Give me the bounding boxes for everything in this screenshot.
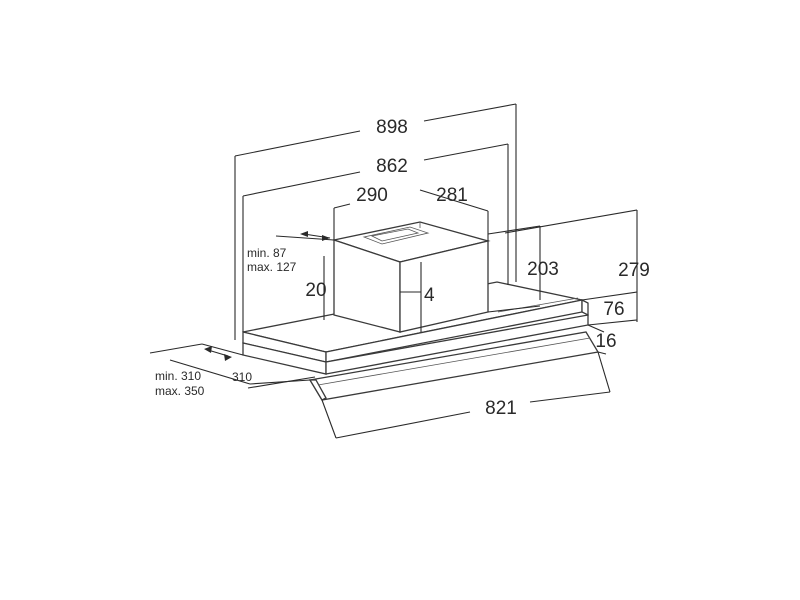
dim-min-87: min. 87 — [247, 246, 287, 260]
dim-821: 821 — [485, 398, 517, 419]
dim-max-127: max. 127 — [247, 260, 297, 274]
dim-862: 862 — [376, 156, 408, 177]
dim-279: 279 — [618, 260, 650, 281]
dim-281: 281 — [436, 185, 468, 206]
dim-898: 898 — [376, 117, 408, 138]
dim-310: 310 — [232, 370, 252, 384]
dim-min-310: min. 310 — [155, 369, 201, 383]
dim-203: 203 — [527, 259, 559, 280]
dim-4: 4 — [424, 285, 435, 306]
dim-290: 290 — [356, 185, 388, 206]
chimney-box — [331, 221, 491, 333]
dim-20: 20 — [305, 280, 326, 301]
dimension-lines — [149, 103, 638, 439]
dim-max-350: max. 350 — [155, 384, 205, 398]
hood-body — [242, 281, 600, 401]
dim-16: 16 — [595, 331, 616, 352]
dim-76: 76 — [603, 299, 624, 320]
